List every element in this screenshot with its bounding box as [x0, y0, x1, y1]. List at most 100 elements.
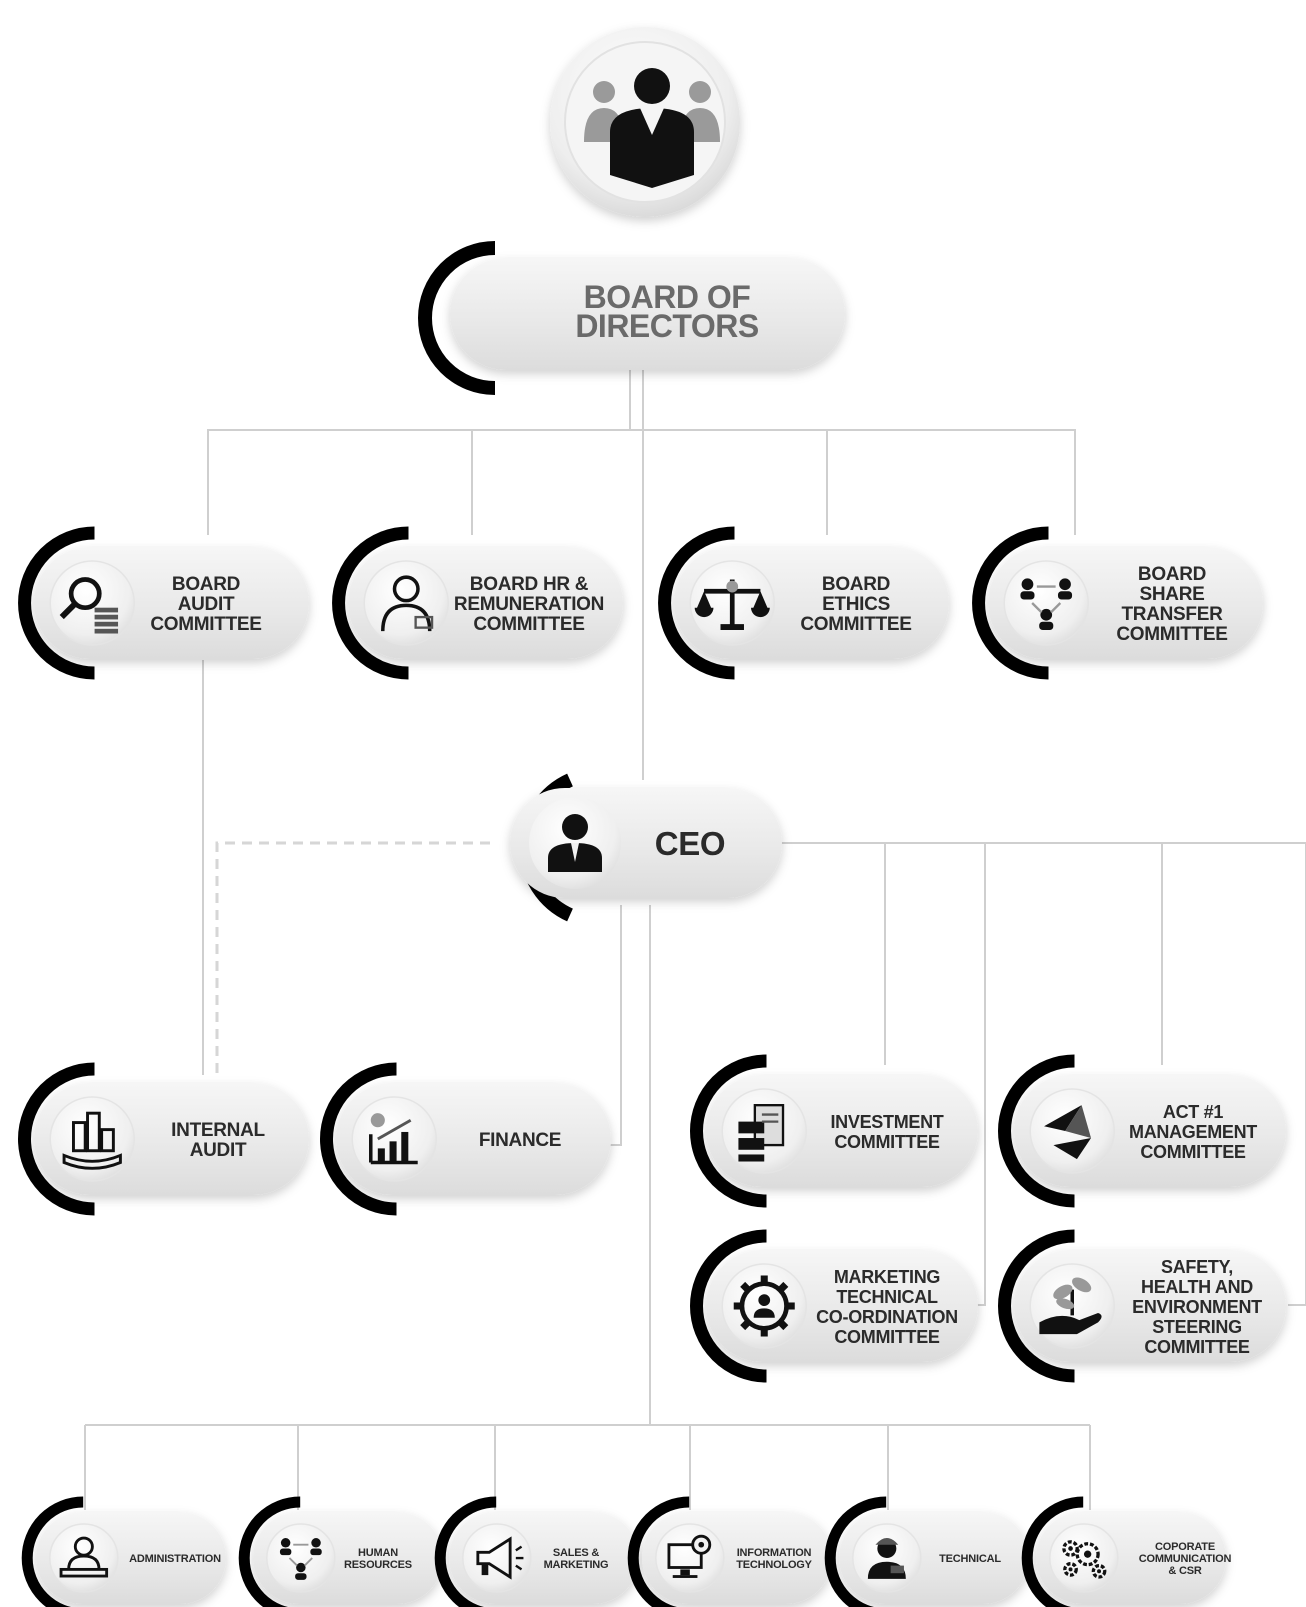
icon-badge [49, 560, 135, 646]
icon-badge [49, 1523, 119, 1593]
icon-badge [655, 1523, 725, 1593]
safety-health-environment-steering-committee-box-label-line-2: HEALTH AND [1141, 1277, 1253, 1297]
connector-lines [84, 360, 1306, 1510]
sales-marketing-box: SALES &MARKETING [434, 1496, 639, 1607]
administration-box-label-line-1: ADMINISTRATION [129, 1553, 221, 1565]
sales-marketing-box-label-line-2: MARKETING [544, 1559, 609, 1571]
administration-box: ADMINISTRATION [21, 1496, 226, 1607]
board-of-directors-box: BOARD OF DIRECTORS [418, 241, 845, 395]
black-arc-accent [332, 526, 409, 680]
board-ethics-committee-box-label-line-2: ETHICS [822, 594, 890, 615]
corporate-communication-csr-box-label-line-2: COMMUNICATION [1139, 1553, 1232, 1565]
information-technology-box-label-line-2: TECHNOLOGY [736, 1559, 812, 1571]
board-hr-remuneration-committee-box-label-line-3: COMMITTEE [473, 614, 584, 635]
board-hr-remuneration-committee-box-label-line-1: BOARD HR & [470, 574, 589, 595]
black-arc-accent [998, 1229, 1075, 1383]
audit-magnifier-icon [59, 577, 119, 634]
group-people-icon [584, 68, 720, 188]
businessman-icon [548, 814, 602, 872]
internal-audit-box-label-line-2: AUDIT [190, 1140, 247, 1161]
ceo-label: CEO [655, 825, 726, 862]
board-of-directors-label-line1: BOARD OF [584, 279, 751, 315]
act-1-management-committee-box-label-line-2: MANAGEMENT [1129, 1122, 1257, 1142]
black-arc-accent [998, 1054, 1075, 1208]
act-1-management-committee-box-label-line-1: ACT #1 [1163, 1102, 1224, 1122]
icon-badge [266, 1523, 336, 1593]
safety-health-environment-steering-committee-box-label-line-1: SAFETY, [1161, 1257, 1233, 1277]
megaphone-icon [476, 1536, 524, 1580]
board-audit-committee-box-label-line-3: COMMITTEE [150, 614, 261, 635]
black-arc-accent [690, 1054, 767, 1208]
icon-badge [852, 1523, 922, 1593]
technical-box-label-line-1: TECHNICAL [939, 1553, 1001, 1565]
black-arc-accent [1021, 1496, 1084, 1607]
board-of-directors-label-line2: DIRECTORS [575, 308, 759, 344]
act-1-management-committee-box-label-line-3: COMMITTEE [1140, 1142, 1246, 1162]
icon-badge [1049, 1523, 1119, 1593]
black-arc-accent [21, 1496, 84, 1607]
black-arc-accent [824, 1496, 887, 1607]
investment-committee-box-label-line-2: COMMITTEE [834, 1132, 940, 1152]
board-ethics-committee-box-label-line-3: COMMITTEE [800, 614, 911, 635]
black-arc-accent [690, 1229, 767, 1383]
black-arc-accent [658, 526, 735, 680]
icon-badge [49, 1096, 135, 1182]
growth-chart-icon [369, 1113, 418, 1165]
doctor-person-icon [381, 575, 434, 632]
black-arc-accent [972, 526, 1049, 680]
information-technology-box-label-line-1: INFORMATION [737, 1547, 812, 1559]
board-share-transfer-committee-box-label-line-1: BOARD [1138, 564, 1206, 585]
marketing-technical-coordination-committee-box-label-line-1: MARKETING [834, 1267, 940, 1287]
internal-audit-box-label-line-1: INTERNAL [171, 1120, 265, 1141]
documents-icon [738, 1104, 785, 1162]
investment-committee-box-label-line-1: INVESTMENT [830, 1112, 943, 1132]
black-arc-accent [18, 1062, 95, 1216]
black-arc-accent [320, 1062, 397, 1216]
black-arc-accent [627, 1496, 690, 1607]
board-share-transfer-committee-box-label-line-4: COMMITTEE [1116, 624, 1227, 645]
buildings-hand-icon [62, 1111, 122, 1170]
icon-badge [363, 560, 449, 646]
finance-box: FINANCE [320, 1062, 611, 1216]
computer-gear-icon [667, 1534, 712, 1578]
human-resources-box-label-line-2: RESOURCES [344, 1559, 412, 1571]
marketing-technical-coordination-committee-box-label-line-3: CO-ORDINATION [816, 1307, 958, 1327]
gear-person-icon [733, 1275, 795, 1337]
board-of-directors-icon-node [550, 27, 740, 217]
icon-badge [351, 1096, 437, 1182]
safety-health-environment-steering-committee-box-label-line-4: STEERING [1152, 1317, 1242, 1337]
board-audit-committee-box-label-line-2: AUDIT [178, 594, 235, 615]
safety-health-environment-steering-committee-box-label-line-3: ENVIRONMENT [1132, 1297, 1262, 1317]
board-ethics-committee-box-label-line-1: BOARD [822, 574, 890, 595]
board-share-transfer-committee-box-label-line-2: SHARE [1139, 584, 1204, 605]
icon-badge [462, 1523, 532, 1593]
scales-icon [694, 579, 770, 630]
black-arc-accent [18, 526, 95, 680]
safety-health-environment-steering-committee-box: SAFETY,HEALTH ANDENVIRONMENTSTEERINGCOMM… [998, 1229, 1286, 1383]
technician-icon [867, 1538, 906, 1579]
finance-box-label-line-1: FINANCE [479, 1130, 561, 1151]
black-arc-accent [238, 1496, 301, 1607]
people-network-icon [1020, 578, 1073, 630]
gears-icon [1062, 1540, 1107, 1579]
icon-badge [1003, 560, 1089, 646]
corporate-communication-csr-box-label-line-3: & CSR [1168, 1565, 1201, 1577]
admin-person-icon [59, 1536, 109, 1578]
board-audit-committee-box-label-line-1: BOARD [172, 574, 240, 595]
people-network-icon [279, 1538, 322, 1580]
marketing-technical-coordination-committee-box-label-line-2: TECHNICAL [836, 1287, 938, 1307]
marketing-technical-coordination-committee-box-label-line-4: COMMITTEE [834, 1327, 940, 1347]
human-resources-box-label-line-1: HUMAN [358, 1547, 398, 1559]
technical-box: TECHNICAL [824, 1496, 1029, 1607]
